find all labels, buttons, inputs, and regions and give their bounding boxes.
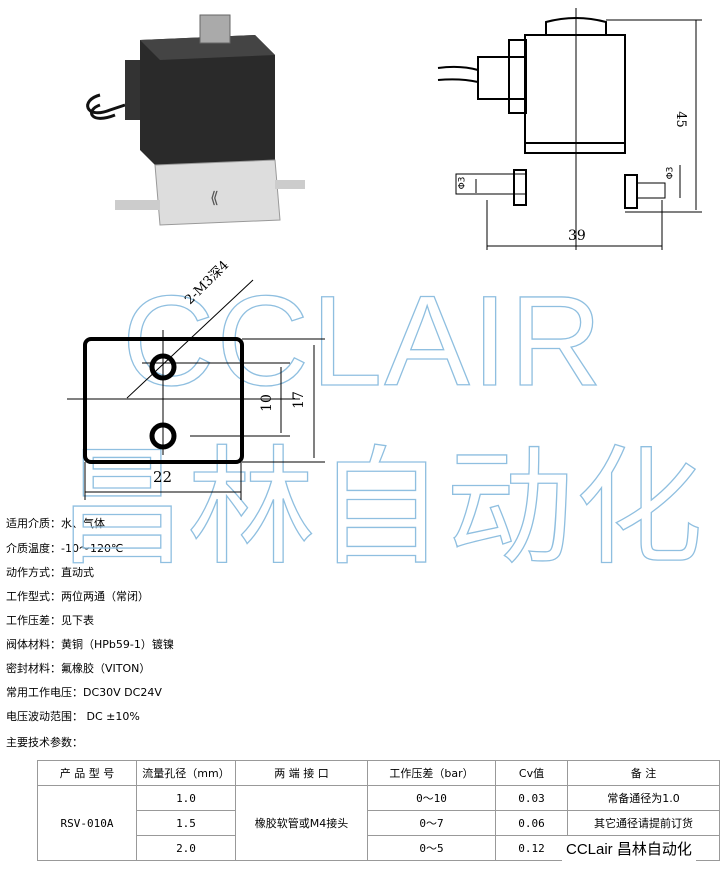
cell-pressure: 0～5 (367, 835, 496, 861)
spec-body-material: 阀体材料：黄铜（HPb59-1）镀镍 (6, 638, 174, 651)
spec-voltage-range: 电压波动范围： DC ±10% (6, 710, 140, 723)
valve-photo: ⟪ (86, 14, 305, 226)
spec-medium: 适用介质：水、气体 (6, 517, 105, 530)
brand-stamp: CCLair 昌林自动化 (562, 836, 696, 861)
cell-bore: 1.0 (136, 785, 236, 811)
cell-pressure: 0～10 (367, 785, 496, 811)
cell-interface: 橡胶软管或M4接头 (235, 785, 368, 861)
dim-port-left: Φ3 (457, 176, 468, 190)
cell-cv: 0.06 (495, 810, 568, 836)
spec-action: 动作方式：直动式 (6, 566, 94, 579)
cell-note: 其它通径请提前订货 (567, 810, 720, 836)
cell-note: 常备通径为1.0 (567, 785, 720, 811)
cell-pressure: 0～7 (367, 810, 496, 836)
header-cv: Cv值 (495, 760, 568, 786)
cell-bore: 1.5 (136, 810, 236, 836)
side-view-drawing (437, 8, 702, 250)
header-interface: 两 端 接 口 (235, 760, 368, 786)
dim-port-right: Φ3 (665, 166, 676, 180)
header-pressure: 工作压差（bar） (367, 760, 496, 786)
spec-seal-material: 密封材料：氟橡胶（VITON） (6, 662, 151, 675)
table-header-row: 产 品 型 号 流量孔径（mm） 两 端 接 口 工作压差（bar） Cv值 备… (37, 760, 720, 786)
dim-width: 39 (568, 228, 586, 244)
svg-text:⟪: ⟪ (210, 190, 219, 207)
cell-cv: 0.12 (495, 835, 568, 861)
spec-temperature: 介质温度：-10～120℃ (6, 542, 124, 555)
dim-spacing: 10 (258, 394, 275, 412)
cell-cv: 0.03 (495, 785, 568, 811)
bottom-view-drawing (67, 279, 325, 500)
header-model: 产 品 型 号 (37, 760, 137, 786)
header-note: 备 注 (567, 760, 720, 786)
spec-pressure: 工作压差：见下表 (6, 614, 94, 627)
dim-height: 45 (672, 111, 688, 128)
table-row: RSV-010A 1.0 橡胶软管或M4接头 0～10 0.03 常备通径为1.… (37, 785, 720, 861)
dim-width-22: 22 (153, 468, 173, 486)
spec-voltage: 常用工作电压：DC30V DC24V (6, 686, 162, 699)
dim-height-17: 17 (290, 391, 307, 409)
cell-model: RSV-010A (37, 785, 137, 861)
header-bore: 流量孔径（mm） (136, 760, 236, 786)
cell-bore: 2.0 (136, 835, 236, 861)
spec-type: 工作型式：两位两通（常闭） (6, 590, 149, 603)
spec-table-heading: 主要技术参数： (6, 736, 83, 749)
table-row: 1.5 0～7 0.06 其它通径请提前订货 (38, 810, 720, 836)
parameter-table: 产 品 型 号 流量孔径（mm） 两 端 接 口 工作压差（bar） Cv值 备… (37, 760, 720, 861)
